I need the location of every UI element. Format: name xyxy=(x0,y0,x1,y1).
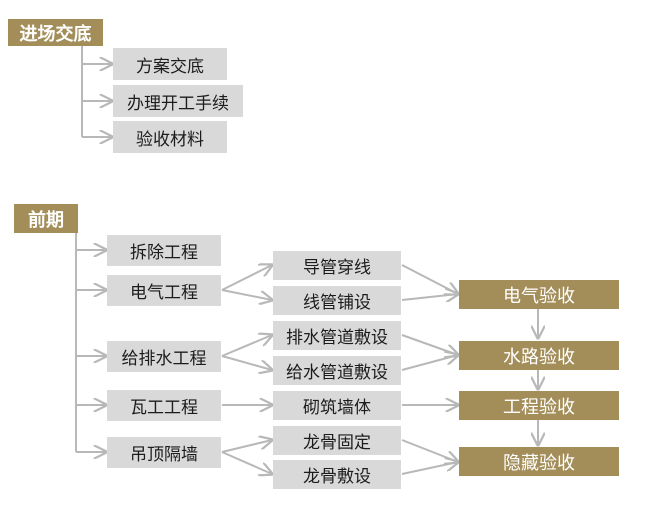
arrow-sub3-to-check1 xyxy=(401,355,458,371)
arrow-sub5-to-check3 xyxy=(401,439,458,462)
task-ceiling-partition: 吊顶隔墙 xyxy=(107,437,221,468)
arrow-plumbing-to-sub3 xyxy=(221,355,272,370)
check-water: 水路验收 xyxy=(459,341,619,370)
section-entry-title: 进场交底 xyxy=(8,19,103,46)
arrow-electric-to-sub1 xyxy=(221,289,272,300)
subtask-masonry-wall: 砌筑墙体 xyxy=(273,391,401,420)
entry-item-start-permit: 办理开工手续 xyxy=(113,85,243,117)
task-plumbing: 给排水工程 xyxy=(107,341,221,372)
section-early-title: 前期 xyxy=(14,204,78,233)
subtask-drain-pipe: 排水管道敷设 xyxy=(273,321,401,350)
subtask-pipe-laying: 线管铺设 xyxy=(273,286,401,315)
subtask-supply-pipe: 给水管道敷设 xyxy=(273,356,401,385)
arrow-ceiling-to-sub5 xyxy=(221,440,272,453)
check-works: 工程验收 xyxy=(459,391,619,420)
arrow-sub2-to-check1 xyxy=(401,334,458,355)
subtask-conduit-wiring: 导管穿线 xyxy=(273,251,401,280)
entry-item-plan-briefing: 方案交底 xyxy=(113,48,227,80)
task-tiling: 瓦工工程 xyxy=(107,390,221,421)
arrow-electric-to-sub0 xyxy=(221,265,272,291)
subtask-keel-fixing: 龙骨固定 xyxy=(273,426,401,455)
task-electrical: 电气工程 xyxy=(107,275,221,306)
arrow-sub6-to-check3 xyxy=(401,462,458,475)
check-electrical: 电气验收 xyxy=(459,280,619,309)
arrow-sub0-to-check0 xyxy=(401,264,458,294)
arrow-plumbing-to-sub2 xyxy=(221,335,272,357)
task-demolition: 拆除工程 xyxy=(107,235,221,266)
subtask-keel-laying: 龙骨敷设 xyxy=(273,460,401,489)
entry-item-material-check: 验收材料 xyxy=(113,121,227,153)
check-concealed: 隐藏验收 xyxy=(459,447,619,476)
arrow-ceiling-to-sub6 xyxy=(221,451,272,474)
arrow-sub1-to-check0 xyxy=(401,294,458,300)
